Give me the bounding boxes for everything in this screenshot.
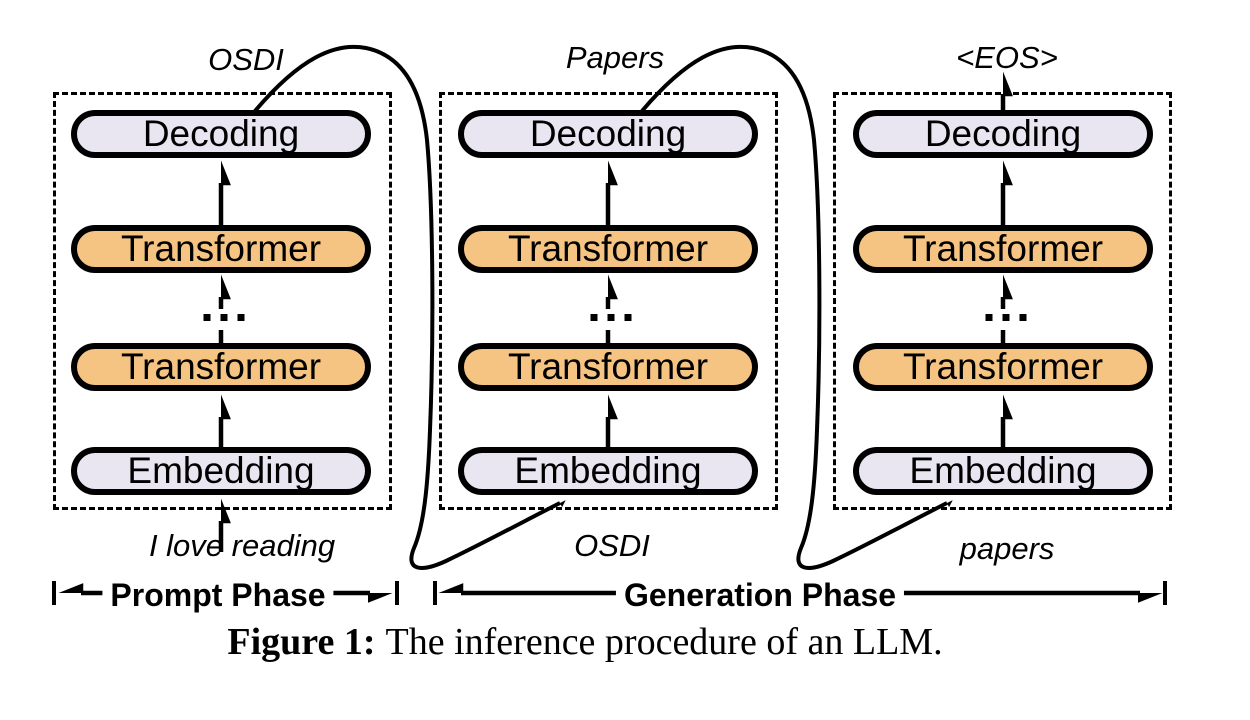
ellipsis-layers-col3	[985, 314, 1027, 321]
transformer-label: Transformer	[120, 228, 322, 269]
transformer-lower-block-col2: Transformer	[458, 343, 758, 391]
ellipsis-layers-col2	[590, 314, 632, 321]
decoding-label: Decoding	[142, 113, 300, 154]
transformer-label: Transformer	[507, 228, 709, 269]
decoding-block-col3: Decoding	[853, 110, 1153, 158]
figure-caption-number: Figure 1:	[227, 621, 376, 663]
transformer-lower-block-col1: Transformer	[71, 343, 371, 391]
input-token-label-papers: papers	[959, 531, 1055, 566]
embedding-label: Embedding	[127, 450, 315, 491]
embedding-label: Embedding	[909, 450, 1097, 491]
figure-caption-text: The inference procedure of an LLM.	[385, 621, 943, 663]
transformer-label: Transformer	[902, 346, 1104, 387]
transformer-upper-block-col2: Transformer	[458, 225, 758, 273]
input-token-label-osdi: OSDI	[574, 528, 650, 563]
input-token-label-i-love-reading: I love reading	[148, 528, 336, 563]
transformer-upper-block-col3: Transformer	[853, 225, 1153, 273]
transformer-label: Transformer	[507, 346, 709, 387]
figure-caption: Figure 1:The inference procedure of an L…	[0, 620, 1170, 664]
embedding-label: Embedding	[514, 450, 702, 491]
generation-phase-label: Generation Phase	[615, 577, 905, 614]
transformer-label: Transformer	[120, 346, 322, 387]
embedding-block-col1: Embedding	[71, 447, 371, 495]
decoding-label: Decoding	[529, 113, 687, 154]
output-token-label-eos: <EOS>	[956, 40, 1058, 75]
prompt-phase-label: Prompt Phase	[102, 577, 334, 614]
decoding-block-col1: Decoding	[71, 110, 371, 158]
ellipsis-layers-col1	[203, 314, 245, 321]
embedding-block-col2: Embedding	[458, 447, 758, 495]
decoding-label: Decoding	[924, 113, 1082, 154]
transformer-lower-block-col3: Transformer	[853, 343, 1153, 391]
embedding-block-col3: Embedding	[853, 447, 1153, 495]
transformer-upper-block-col1: Transformer	[71, 225, 371, 273]
output-token-label-papers: Papers	[565, 40, 665, 75]
transformer-label: Transformer	[902, 228, 1104, 269]
output-token-label-osdi: OSDI	[208, 42, 284, 77]
decoding-block-col2: Decoding	[458, 110, 758, 158]
